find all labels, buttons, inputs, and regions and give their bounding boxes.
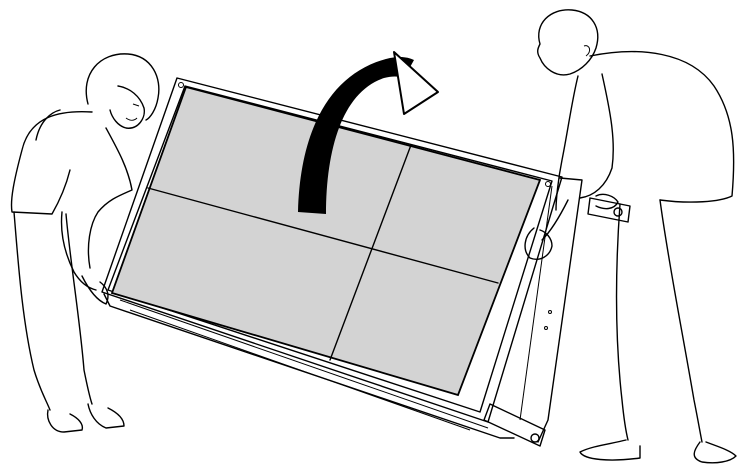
woman-smile <box>126 118 137 120</box>
framed-panel <box>102 78 630 446</box>
bracket-bolt-bottom <box>531 434 539 442</box>
man-lifting-figure <box>525 10 736 463</box>
man-legs <box>617 200 703 442</box>
woman-legs <box>14 212 92 410</box>
man-shoe-left <box>580 440 640 460</box>
bracket-bottom <box>484 404 545 446</box>
man-shirt-front <box>556 76 578 210</box>
right-rail <box>538 178 582 442</box>
woman-arm-front <box>88 128 132 268</box>
screw-top-left <box>179 83 184 88</box>
bracket-top-right <box>588 198 630 222</box>
woman-torso <box>11 112 92 214</box>
woman-face <box>110 86 144 128</box>
woman-eye <box>133 104 139 106</box>
woman-shoe-right <box>88 404 124 428</box>
bracket-bolt-top <box>614 208 622 216</box>
screw-top-right <box>546 182 551 187</box>
rotate-arrow-head <box>394 52 438 114</box>
woman-shoe-left <box>48 410 83 432</box>
man-arm-upper <box>580 74 613 198</box>
screw-right-1 <box>549 311 552 314</box>
man-head <box>538 10 598 75</box>
screw-right-2 <box>545 327 548 330</box>
man-shoe-right <box>694 442 736 463</box>
man-ear <box>584 46 590 56</box>
